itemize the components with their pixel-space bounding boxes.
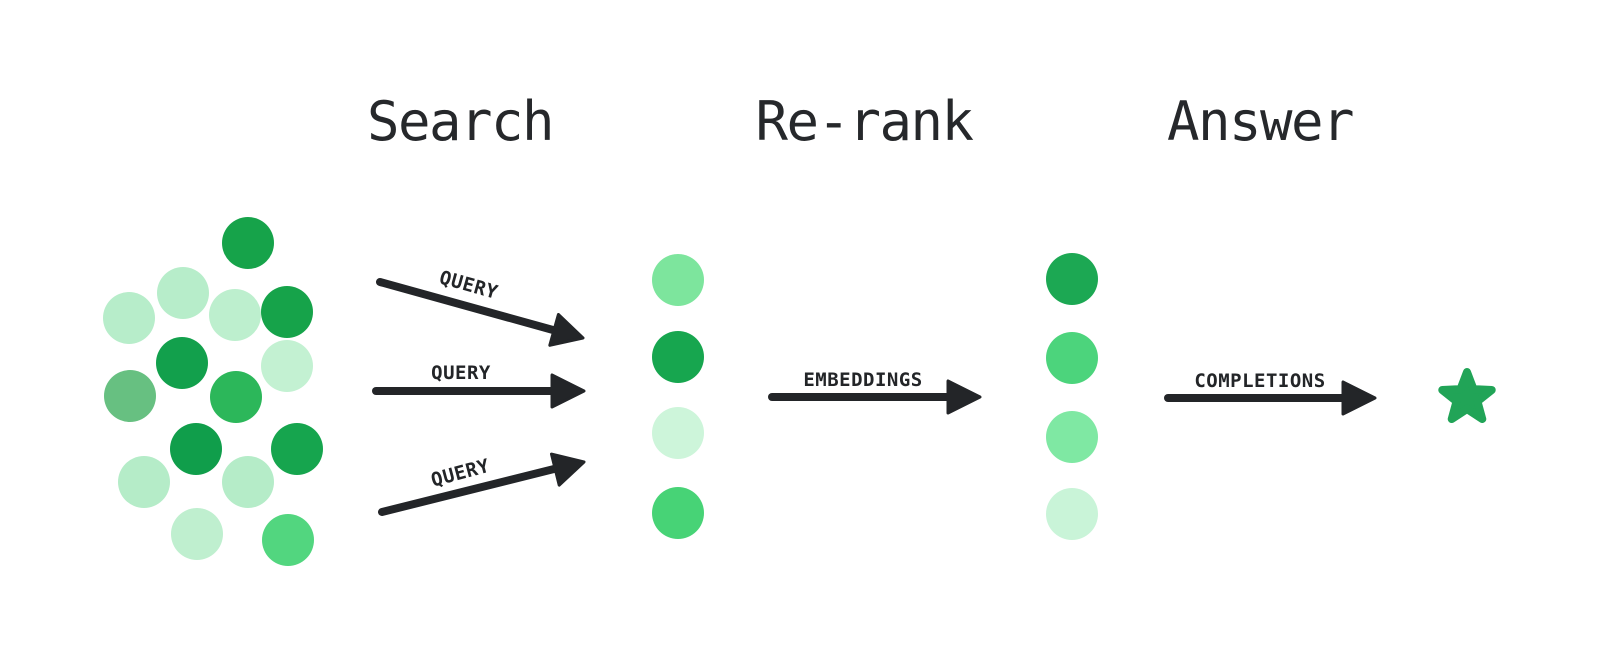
completions-label: COMPLETIONS [1194,370,1325,392]
reranked-result-dot [1046,488,1098,540]
reranked-result-dot [1046,332,1098,384]
query-arrow-middle-head [550,373,586,409]
search-result-dot [652,487,704,539]
star-icon [1438,368,1496,424]
cluster-dot [157,267,209,319]
reranked-result-dot [1046,411,1098,463]
reranked-result-dot [1046,253,1098,305]
cluster-dot [104,370,156,422]
cluster-dot [118,456,170,508]
cluster-dot [156,337,208,389]
completions-arrow: COMPLETIONS [1164,370,1377,416]
query-arrow-top-line [376,278,557,334]
heading-answer: Answer [1166,90,1355,153]
completions-arrow-head [1341,380,1377,416]
query-label-middle: QUERY [431,362,491,384]
search-result-dot [652,254,704,306]
heading-search: Search [366,90,555,153]
cluster-dot [171,508,223,560]
query-arrow-bottom-head [550,452,586,487]
cluster-dot [210,371,262,423]
cluster-dot [209,289,261,341]
cluster-dot [170,423,222,475]
cluster-dot [103,292,155,344]
search-result-dot [652,407,704,459]
query-arrow-top-head [548,313,585,347]
cluster-dot [222,456,274,508]
cluster-dot [261,340,313,392]
embeddings-arrow-head [946,379,982,415]
cluster-dot [271,423,323,475]
search-result-dot [652,331,704,383]
embeddings-arrow: EMBEDDINGS [768,369,982,415]
query-arrow-bottom: QUERY [378,452,586,516]
query-arrow-bottom-line [378,465,558,516]
cluster-dot [261,286,313,338]
embeddings-label: EMBEDDINGS [803,369,922,391]
query-arrow-middle: QUERY [372,362,586,409]
heading-rerank: Re-rank [755,90,974,153]
cluster-dot [222,217,274,269]
query-arrow-top: QUERY [376,267,585,347]
cluster-dot [262,514,314,566]
